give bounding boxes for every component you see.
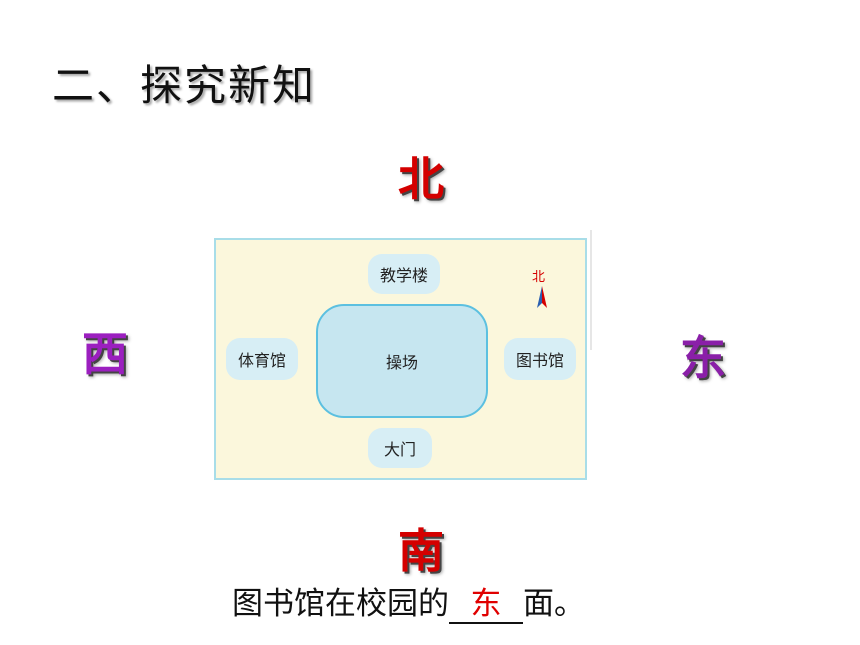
playground: 操场 [316,304,488,418]
gymnasium: 体育馆 [226,338,298,380]
direction-north-label: 北 [398,152,444,206]
section-heading: 二、探究新知 [52,61,317,110]
answer-blank: 东 [449,589,523,624]
sentence-suffix: 面。 [523,586,585,622]
map-edge-line [590,230,592,350]
library: 图书馆 [504,338,576,380]
sentence-prefix: 图书馆在校园的 [232,586,449,622]
compass: 北 [532,266,552,316]
teaching-building: 教学楼 [368,254,440,294]
direction-east-label: 东 [680,331,726,385]
north-arrow-icon [537,286,547,308]
direction-south-label: 南 [398,524,444,578]
campus-map: 教学楼 体育馆 操场 图书馆 大门 北 [214,238,587,480]
direction-west-label: 西 [82,327,128,381]
compass-north-label: 北 [532,270,546,285]
fill-in-sentence: 图书馆在校园的东面。 [232,578,585,624]
main-gate: 大门 [368,428,432,468]
